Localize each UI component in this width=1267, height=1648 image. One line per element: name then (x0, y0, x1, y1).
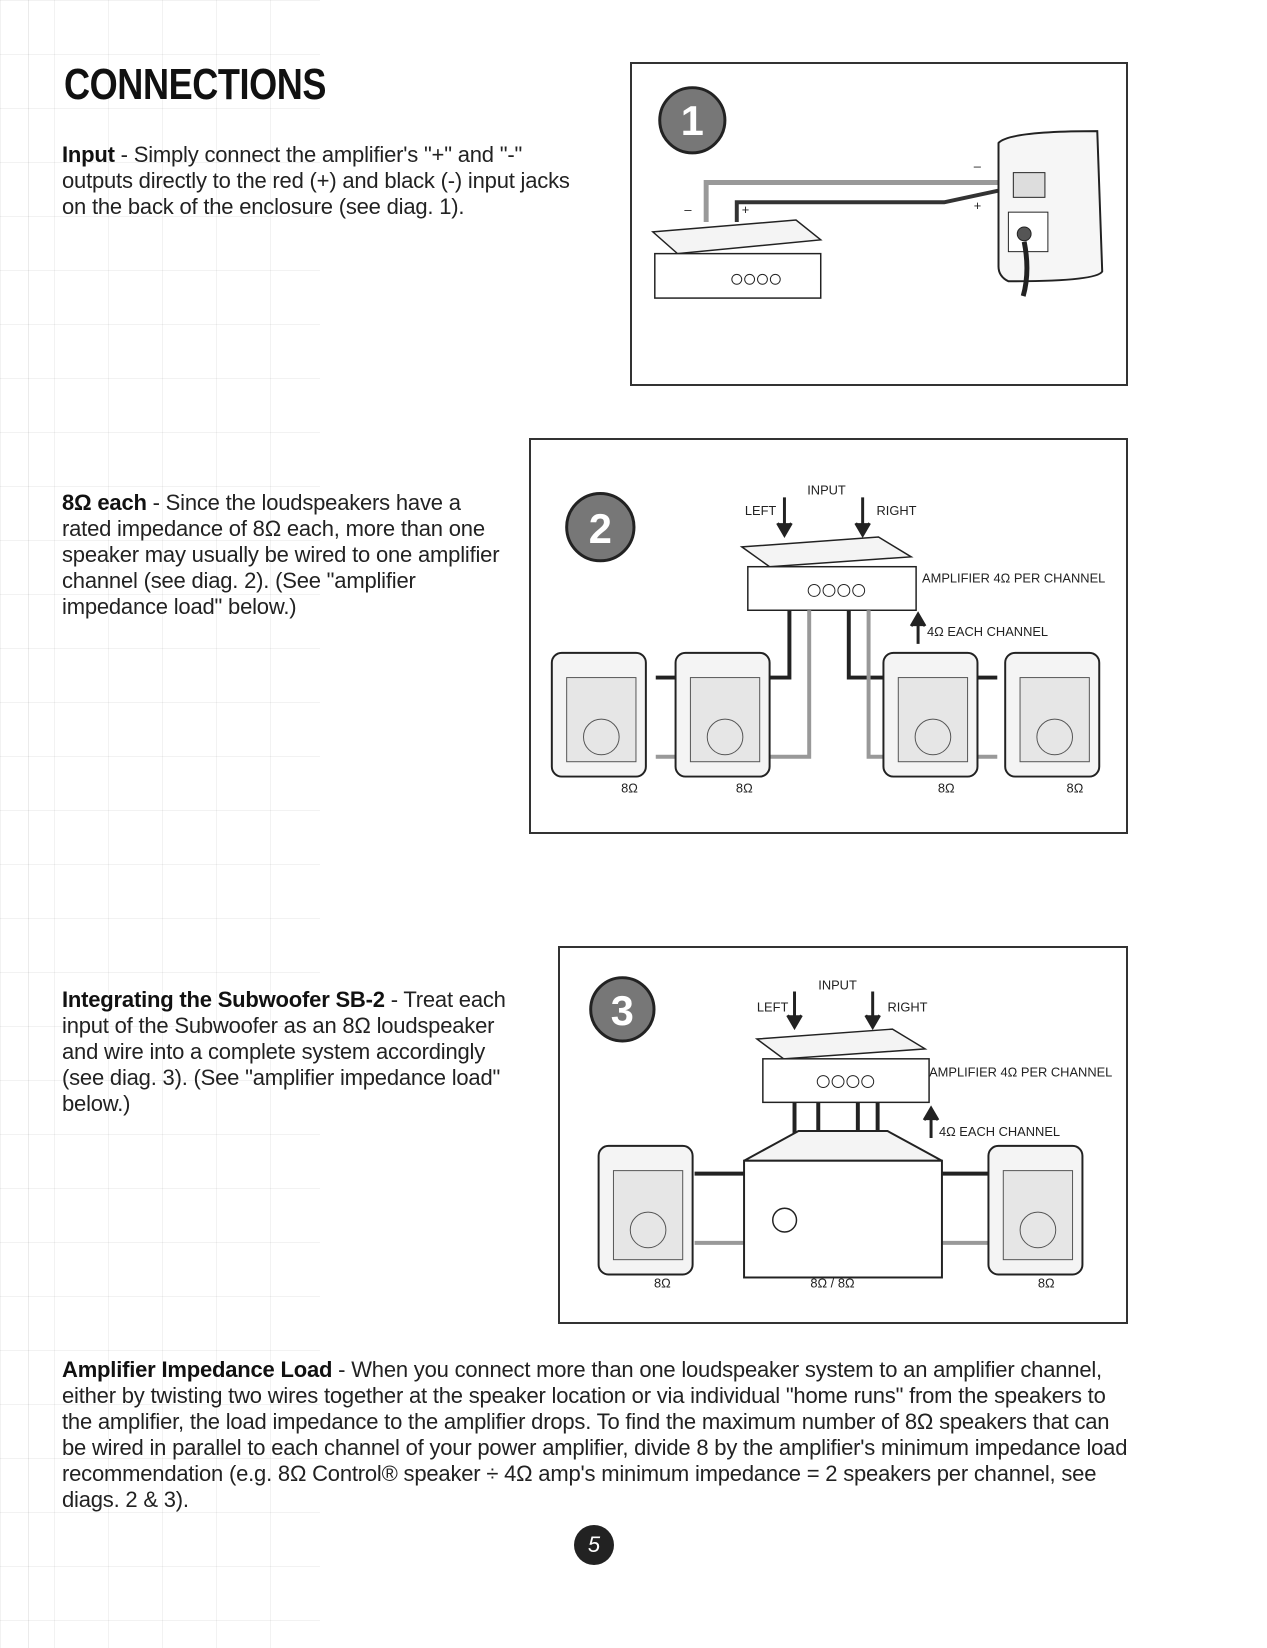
diagram-3-left-arrow-icon (786, 991, 803, 1031)
diagram-3-input-label: INPUT (818, 978, 857, 993)
diagram-3-amplifier-label: AMPLIFIER 4Ω PER CHANNEL (929, 1065, 1112, 1080)
diagram-3-badge-icon (589, 976, 656, 1043)
diagram-3-sub-ohm-label: 8Ω / 8Ω (810, 1275, 855, 1290)
diagram-3-channel-arrow-icon (922, 1105, 940, 1138)
input-heading: Input (62, 142, 115, 167)
speaker-3-ohm-label: 8Ω (938, 780, 955, 795)
diagram-1: 1 – + – + (630, 62, 1128, 386)
diagram-1-number: 1 (681, 97, 704, 144)
diagram-2-right-label: RIGHT (877, 503, 917, 518)
diagram-2-channel-arrow-icon (909, 611, 927, 644)
page-title: CONNECTIONS (64, 60, 327, 109)
diagram-3-each-channel-label: 4Ω EACH CHANNEL (939, 1124, 1060, 1139)
diagram-2-amplifier-label: AMPLIFIER 4Ω PER CHANNEL (922, 571, 1105, 586)
diagram-2-each-channel-label: 4Ω EACH CHANNEL (927, 624, 1048, 639)
diagram-1-plus-label: + (742, 202, 750, 217)
speaker-3-icon (882, 651, 979, 778)
diagram-3-right-arrow-icon (864, 991, 881, 1031)
input-paragraph: Input - Simply connect the amplifier's "… (62, 142, 592, 220)
diagram-2: 2 INPUT LEFT RIGHT AMPLIFIER 4Ω PER CHAN… (529, 438, 1128, 834)
diagram-2-input-label: INPUT (807, 482, 846, 497)
diagram-2-left-label: LEFT (745, 503, 777, 518)
diagram-1-speaker-minus: – (974, 159, 982, 174)
margin-line (28, 0, 29, 1648)
diagram-2-number: 2 (589, 505, 612, 552)
diagram-3-number: 3 (611, 987, 634, 1034)
diagram-2-illustration: 2 INPUT LEFT RIGHT AMPLIFIER 4Ω PER CHAN… (550, 482, 1105, 795)
diagram-2-amplifier-icon (739, 536, 917, 612)
speaker-1-ohm-label: 8Ω (621, 780, 638, 795)
speaker-2-ohm-label: 8Ω (736, 780, 753, 795)
eight-ohm-heading: 8Ω each (62, 490, 147, 515)
speaker-4-ohm-label: 8Ω (1067, 780, 1084, 795)
subwoofer-icon (743, 1130, 943, 1279)
impedance-heading: Amplifier Impedance Load (62, 1357, 333, 1382)
diagram-3-illustration: 3 INPUT LEFT RIGHT AMPLIFIER 4Ω PER CHAN… (589, 976, 1112, 1290)
diagram-3-amp-wires (792, 1102, 880, 1136)
diagram-3-left-label: LEFT (757, 999, 789, 1014)
speaker-4-icon (1004, 651, 1101, 778)
diagram-1-speaker-plus: + (974, 198, 982, 213)
impedance-paragraph: Amplifier Impedance Load - When you conn… (62, 1357, 1132, 1513)
eight-ohm-paragraph: 8Ω each - Since the loudspeakers have a … (62, 490, 512, 620)
input-text: - Simply connect the amplifier's "+" and… (62, 142, 570, 219)
amplifier-icon (651, 219, 823, 299)
eight-ohm-text: - Since the loudspeakers have a rated im… (62, 490, 500, 619)
minus-wire (703, 180, 1014, 223)
page-number: 5 (574, 1525, 614, 1565)
subwoofer-paragraph: Integrating the Subwoofer SB-2 - Treat e… (62, 987, 532, 1117)
diagram-3-amplifier-icon (754, 1028, 930, 1104)
diagram-3-left-speaker-icon (597, 1144, 694, 1276)
diagram-3-left-ohm-label: 8Ω (654, 1275, 671, 1290)
subwoofer-heading: Integrating the Subwoofer SB-2 (62, 987, 385, 1012)
diagram-2-left-arrow-icon (776, 497, 793, 538)
diagram-3-right-speaker-icon (987, 1144, 1084, 1276)
diagram-3-right-ohm-label: 8Ω (1038, 1275, 1055, 1290)
speaker-1-icon (550, 651, 647, 778)
diagram-1-badge-icon (658, 86, 727, 155)
diagram-3: 3 INPUT LEFT RIGHT AMPLIFIER 4Ω PER CHAN… (558, 946, 1128, 1324)
impedance-text: - When you connect more than one loudspe… (62, 1357, 1128, 1512)
diagram-2-right-arrow-icon (854, 497, 871, 538)
speaker-2-icon (674, 651, 771, 778)
diagram-1-minus-label: – (684, 202, 692, 217)
plus-wire (734, 185, 1014, 223)
speaker-back-icon (997, 130, 1104, 297)
subwoofer-text: - Treat each input of the Subwoofer as a… (62, 987, 506, 1116)
diagram-1-illustration: 1 – + – + (651, 86, 1104, 299)
diagram-3-right-label: RIGHT (888, 999, 928, 1014)
diagram-2-badge-icon (565, 491, 636, 563)
